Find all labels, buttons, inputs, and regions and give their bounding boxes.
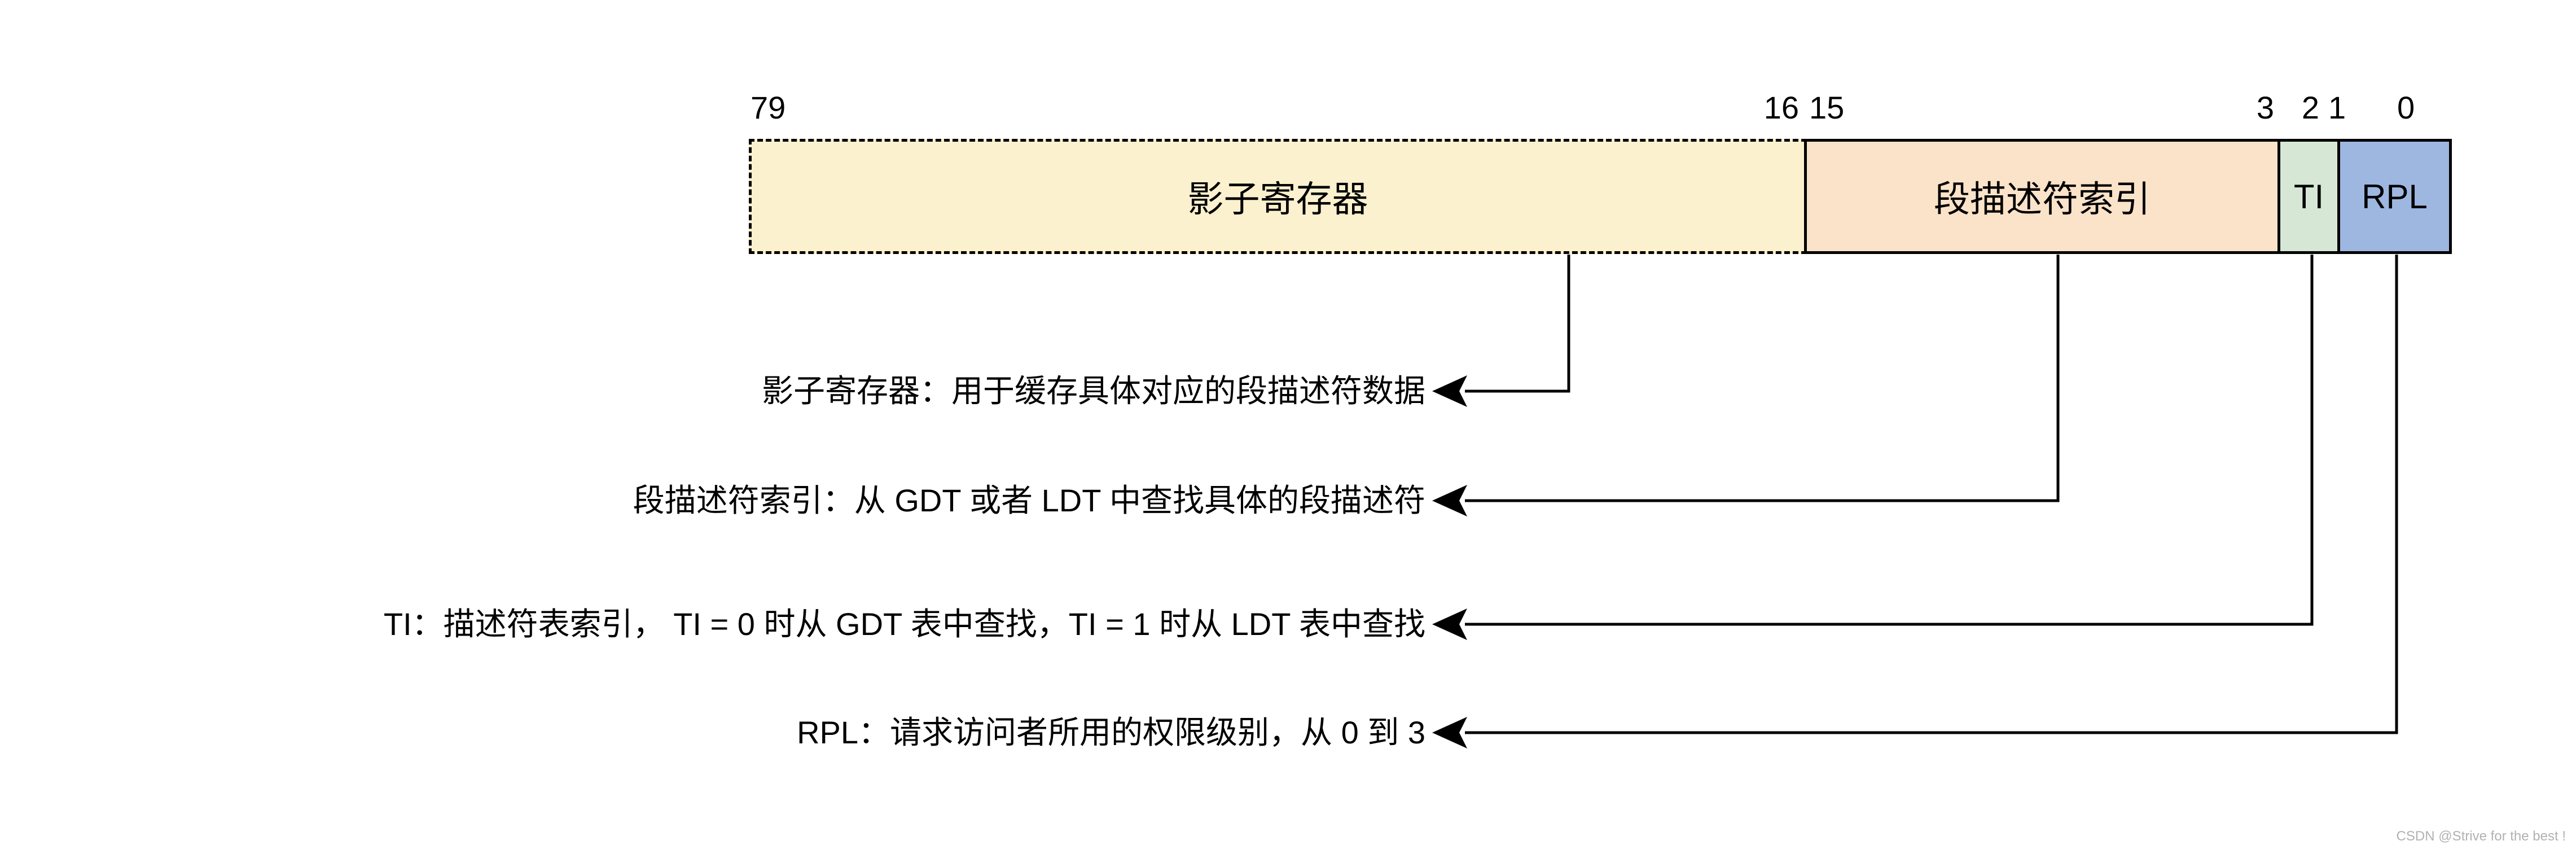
bit-label-79: 79 [751,90,786,125]
field-descriptor-index: 段描述符索引 [1804,139,2280,254]
field-ti-label: TI [2293,177,2324,216]
bit-label-2: 2 [2301,90,2319,125]
field-shadow-register-label: 影子寄存器 [1187,179,1368,220]
field-rpl: RPL [2337,139,2452,254]
arrow-line-shadow-register [1465,255,1570,393]
arrow-line-rpl [1465,255,2398,734]
bit-label-1: 1 [2328,90,2346,125]
arrowhead-shadow-register [1432,375,1467,407]
bit-label-0: 0 [2397,90,2415,125]
arrow-line-descriptor-index [1465,255,2060,502]
bit-label-3: 3 [2256,90,2274,125]
bit-label-15: 15 [1809,90,1845,125]
annotation-ti: TI：描述符表索引， TI = 0 时从 GDT 表中查找，TI = 1 时从 … [383,606,1425,642]
arrowhead-rpl [1432,717,1467,748]
field-rpl-label: RPL [2362,177,2428,216]
bit-label-16: 16 [1763,90,1799,125]
annotation-descriptor-index: 段描述符索引：从 GDT 或者 LDT 中查找具体的段描述符 [633,483,1425,518]
arrowhead-ti [1432,608,1467,640]
annotation-rpl: RPL：请求访问者所用的权限级别，从 0 到 3 [797,715,1425,750]
field-descriptor-index-label: 段描述符索引 [1934,179,2151,220]
arrow-line-ti [1465,255,2314,626]
watermark: CSDN @Strive for the best ! [2396,829,2566,844]
arrowhead-descriptor-index [1432,485,1467,516]
annotation-shadow-register: 影子寄存器：用于缓存具体对应的段描述符数据 [762,373,1425,409]
